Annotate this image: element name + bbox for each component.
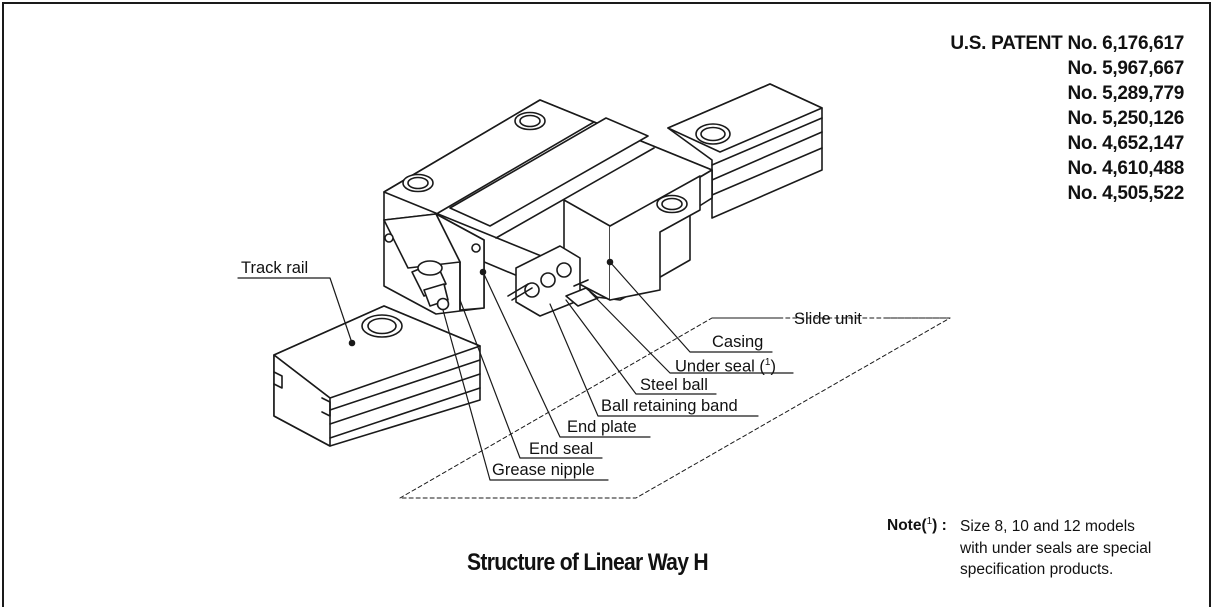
note-line: with under seals are special: [960, 539, 1152, 557]
note-label: Note(1) :: [887, 516, 947, 535]
note-text: Size 8, 10 and 12 models with under seal…: [960, 516, 1151, 581]
patent-number: No. 5,250,126: [1067, 108, 1184, 129]
patent-list: U.S. PATENT No. 6,176,617 No. 5,967,667 …: [950, 31, 1184, 206]
label-end-plate: End plate: [567, 418, 637, 436]
patent-number: No. 6,176,617: [1067, 33, 1184, 54]
patent-prefix: U.S. PATENT: [950, 33, 1063, 54]
label-steel-ball: Steel ball: [640, 376, 708, 394]
under-seal-note-ref: 1: [764, 357, 771, 368]
under-seal-close: ): [770, 357, 776, 376]
leader-lines: [237, 261, 794, 481]
note-label-close: ) :: [932, 517, 947, 535]
track-rail-near: [273, 305, 481, 447]
track-rail-far: [667, 83, 823, 219]
patent-line-1: U.S. PATENT No. 6,176,617: [950, 31, 1184, 56]
grease-nipple: [411, 260, 450, 311]
ball-recirculation: [507, 245, 599, 317]
label-track-rail: Track rail: [241, 259, 309, 277]
patent-number: No. 4,652,147: [1067, 133, 1184, 154]
under-seal-text: Under seal (: [675, 357, 765, 376]
note-ref: 1: [926, 516, 933, 527]
label-slide-unit: Slide unit: [794, 310, 862, 328]
note-label-text: Note(: [887, 517, 927, 535]
patent-number: No. 4,610,488: [1067, 158, 1184, 179]
label-casing: Casing: [712, 333, 764, 351]
figure-caption: Structure of Linear Way H: [467, 549, 709, 576]
label-end-seal: End seal: [529, 440, 594, 458]
patent-number: No. 4,505,522: [1067, 183, 1184, 204]
patent-number: No. 5,289,779: [1067, 83, 1184, 104]
note-line: specification products.: [960, 561, 1114, 578]
note-line: Size 8, 10 and 12 models: [960, 518, 1135, 535]
label-grease-nipple: Grease nipple: [492, 461, 595, 479]
label-ball-retaining-band: Ball retaining band: [601, 397, 738, 415]
label-under-seal: Under seal (1): [675, 354, 776, 376]
patent-number: No. 5,967,667: [1067, 58, 1184, 79]
